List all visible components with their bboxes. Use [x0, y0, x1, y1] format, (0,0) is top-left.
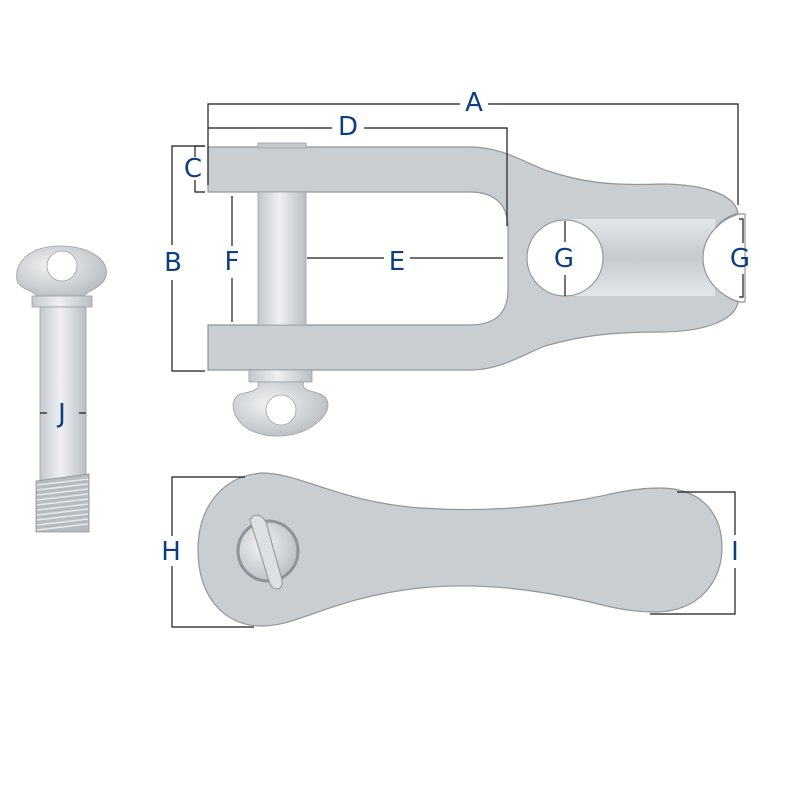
- pin-head-hole: [265, 394, 297, 426]
- label-f: F: [225, 247, 240, 277]
- bolt-head-hole: [46, 250, 78, 282]
- label-g-end: G: [730, 244, 750, 274]
- bolt-thread: [35, 473, 90, 533]
- dim-line-b: [171, 145, 205, 372]
- pin-collar: [248, 369, 313, 383]
- pin-bolt: [16, 245, 107, 533]
- label-i: I: [731, 537, 739, 567]
- link-body: [197, 472, 723, 627]
- dim-line-i: [650, 491, 736, 615]
- label-j: J: [56, 399, 66, 429]
- pin-shaft: [257, 191, 307, 326]
- dim-line-a: [207, 103, 739, 205]
- link-top-view: [171, 472, 736, 628]
- dimension-labels: A D C B F E G G H I J: [56, 88, 750, 567]
- dim-line-d: [208, 127, 508, 226]
- label-e: E: [389, 247, 405, 277]
- pin-top-cap: [257, 142, 307, 149]
- label-a: A: [465, 88, 483, 118]
- bolt-collar: [31, 295, 93, 308]
- dimension-lines: [171, 103, 744, 372]
- right-notch: [702, 213, 746, 303]
- shackle-side-view: [207, 142, 746, 437]
- label-h: H: [161, 537, 181, 567]
- dim-line-h: [171, 476, 254, 628]
- shackle-body: [207, 146, 739, 371]
- label-b: B: [164, 248, 182, 278]
- bolt-end-slot: [249, 514, 283, 590]
- label-d: D: [338, 112, 358, 142]
- label-g-eye: G: [554, 244, 574, 274]
- bolt-shaft: [39, 306, 87, 482]
- dim-line-g-end: [739, 218, 744, 298]
- label-c: C: [184, 154, 202, 184]
